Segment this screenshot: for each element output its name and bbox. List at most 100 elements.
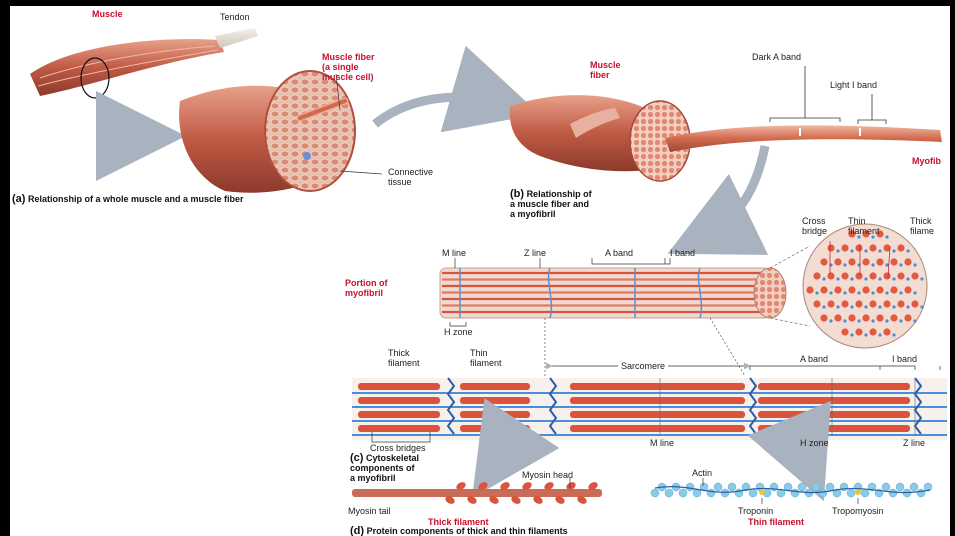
actin-bead xyxy=(749,489,757,497)
thick-filament-dot xyxy=(848,258,855,265)
thick-filament-dot xyxy=(848,314,855,321)
thin-filament-dot xyxy=(892,305,895,308)
thin-filament-dot xyxy=(850,333,853,336)
thin-filament-dot xyxy=(822,305,825,308)
thin-filament-dot xyxy=(836,249,839,252)
thick-filament-dot xyxy=(827,244,834,251)
thick-filament-bar xyxy=(460,411,530,418)
whole-muscle xyxy=(30,28,258,98)
thin-filament-dot xyxy=(892,277,895,280)
thin-filament-dot xyxy=(892,333,895,336)
label-troponin: Troponin xyxy=(738,506,773,516)
actin-bead xyxy=(896,483,904,491)
label-portion-of-myofibril: Portion of myofibril xyxy=(345,278,388,298)
label-tropomyosin: Tropomyosin xyxy=(832,506,884,516)
troponin-complex xyxy=(759,489,765,495)
thin-filament-dot xyxy=(864,305,867,308)
label-z-line-c: Z line xyxy=(903,438,925,448)
actin-bead xyxy=(651,489,659,497)
thick-filament-dot xyxy=(834,286,841,293)
actin-bead xyxy=(819,489,827,497)
label-thick-filament-c: Thick filament xyxy=(388,348,420,368)
thick-filament-dot xyxy=(841,244,848,251)
thick-filament-bar xyxy=(358,383,440,390)
thick-filament-dot xyxy=(876,286,883,293)
thick-filament-dot xyxy=(855,244,862,251)
figure-frame: Muscle Tendon Muscle fiber (a single mus… xyxy=(10,6,950,536)
thin-filament-dot xyxy=(885,263,888,266)
thin-filament-dot xyxy=(850,249,853,252)
thin-filament-dot xyxy=(829,291,832,294)
thick-filament-molecule xyxy=(352,480,602,505)
thick-filament-dot xyxy=(834,314,841,321)
thin-filament-dot xyxy=(906,305,909,308)
thick-filament-dot xyxy=(855,328,862,335)
thin-filament-dot xyxy=(850,305,853,308)
troponin-complex xyxy=(855,489,861,495)
thin-filament-dot xyxy=(885,319,888,322)
thin-filament-dot xyxy=(885,291,888,294)
thick-filament-dot xyxy=(834,258,841,265)
thick-filament-bar xyxy=(358,397,440,404)
actin-bead xyxy=(665,489,673,497)
thick-filament-dot xyxy=(862,258,869,265)
label-muscle: Muscle xyxy=(92,9,123,19)
actin-bead xyxy=(707,489,715,497)
label-thin-filament-d: Thin filament xyxy=(748,517,804,527)
thick-filament-dot xyxy=(897,244,904,251)
thick-filament-dot xyxy=(862,314,869,321)
actin-bead xyxy=(714,483,722,491)
thick-filament-dot xyxy=(820,314,827,321)
thin-filament-dot xyxy=(906,277,909,280)
label-connective-tissue: Connective tissue xyxy=(388,167,433,187)
thick-filament-dot xyxy=(869,272,876,279)
thick-filament-dot xyxy=(897,300,904,307)
thick-filament-dot xyxy=(890,258,897,265)
label-light-i-band: Light I band xyxy=(830,80,877,90)
caption-a-letter: (a) xyxy=(12,193,25,205)
thin-filament-dot xyxy=(829,319,832,322)
thin-filament-dot xyxy=(836,305,839,308)
thick-filament-dot xyxy=(883,300,890,307)
thin-filament-dot xyxy=(864,277,867,280)
label-i-band-top: I band xyxy=(670,248,695,258)
dark-a-band-bracket xyxy=(770,66,840,122)
label-m-line-c: M line xyxy=(650,438,674,448)
thin-filament-dot xyxy=(899,263,902,266)
label-a-band-top: A band xyxy=(605,248,633,258)
thick-filament-bar xyxy=(570,383,745,390)
thick-filament-dot xyxy=(841,328,848,335)
actin-bead xyxy=(791,489,799,497)
label-actin: Actin xyxy=(692,468,712,478)
thin-filament-dot xyxy=(857,291,860,294)
arrow-a-to-b xyxy=(375,97,505,124)
thin-filament-dot xyxy=(878,277,881,280)
caption-b: (b) Relationship of a muscle fiber and a… xyxy=(510,189,592,219)
actin-bead xyxy=(840,483,848,491)
thick-filament-dot xyxy=(862,286,869,293)
myofibril-strand xyxy=(665,125,942,152)
actin-bead xyxy=(917,489,925,497)
thin-filament-molecule xyxy=(651,483,932,497)
myofibril-stripes xyxy=(442,273,765,312)
thick-filament-bar xyxy=(570,425,745,432)
thick-filament-dot xyxy=(820,258,827,265)
arrow-b-to-myofibril xyxy=(700,146,765,238)
actin-bead xyxy=(686,483,694,491)
label-a-band-c: A band xyxy=(800,354,828,364)
thick-filament-bar xyxy=(758,425,910,432)
thin-filament-dot xyxy=(871,263,874,266)
thick-filament-dot xyxy=(876,258,883,265)
thick-filament-bar xyxy=(570,411,745,418)
arrow-a-down xyxy=(105,111,150,136)
thick-filament-dot xyxy=(890,314,897,321)
thin-filament-dot xyxy=(850,277,853,280)
thick-filament-dot xyxy=(890,286,897,293)
thick-filament-dot xyxy=(827,272,834,279)
thick-filament-dot xyxy=(911,272,918,279)
actin-bead xyxy=(882,483,890,491)
thick-filament-dot xyxy=(904,286,911,293)
thin-filament-dot xyxy=(920,277,923,280)
thick-filament-dot xyxy=(855,300,862,307)
actin-bead xyxy=(679,489,687,497)
